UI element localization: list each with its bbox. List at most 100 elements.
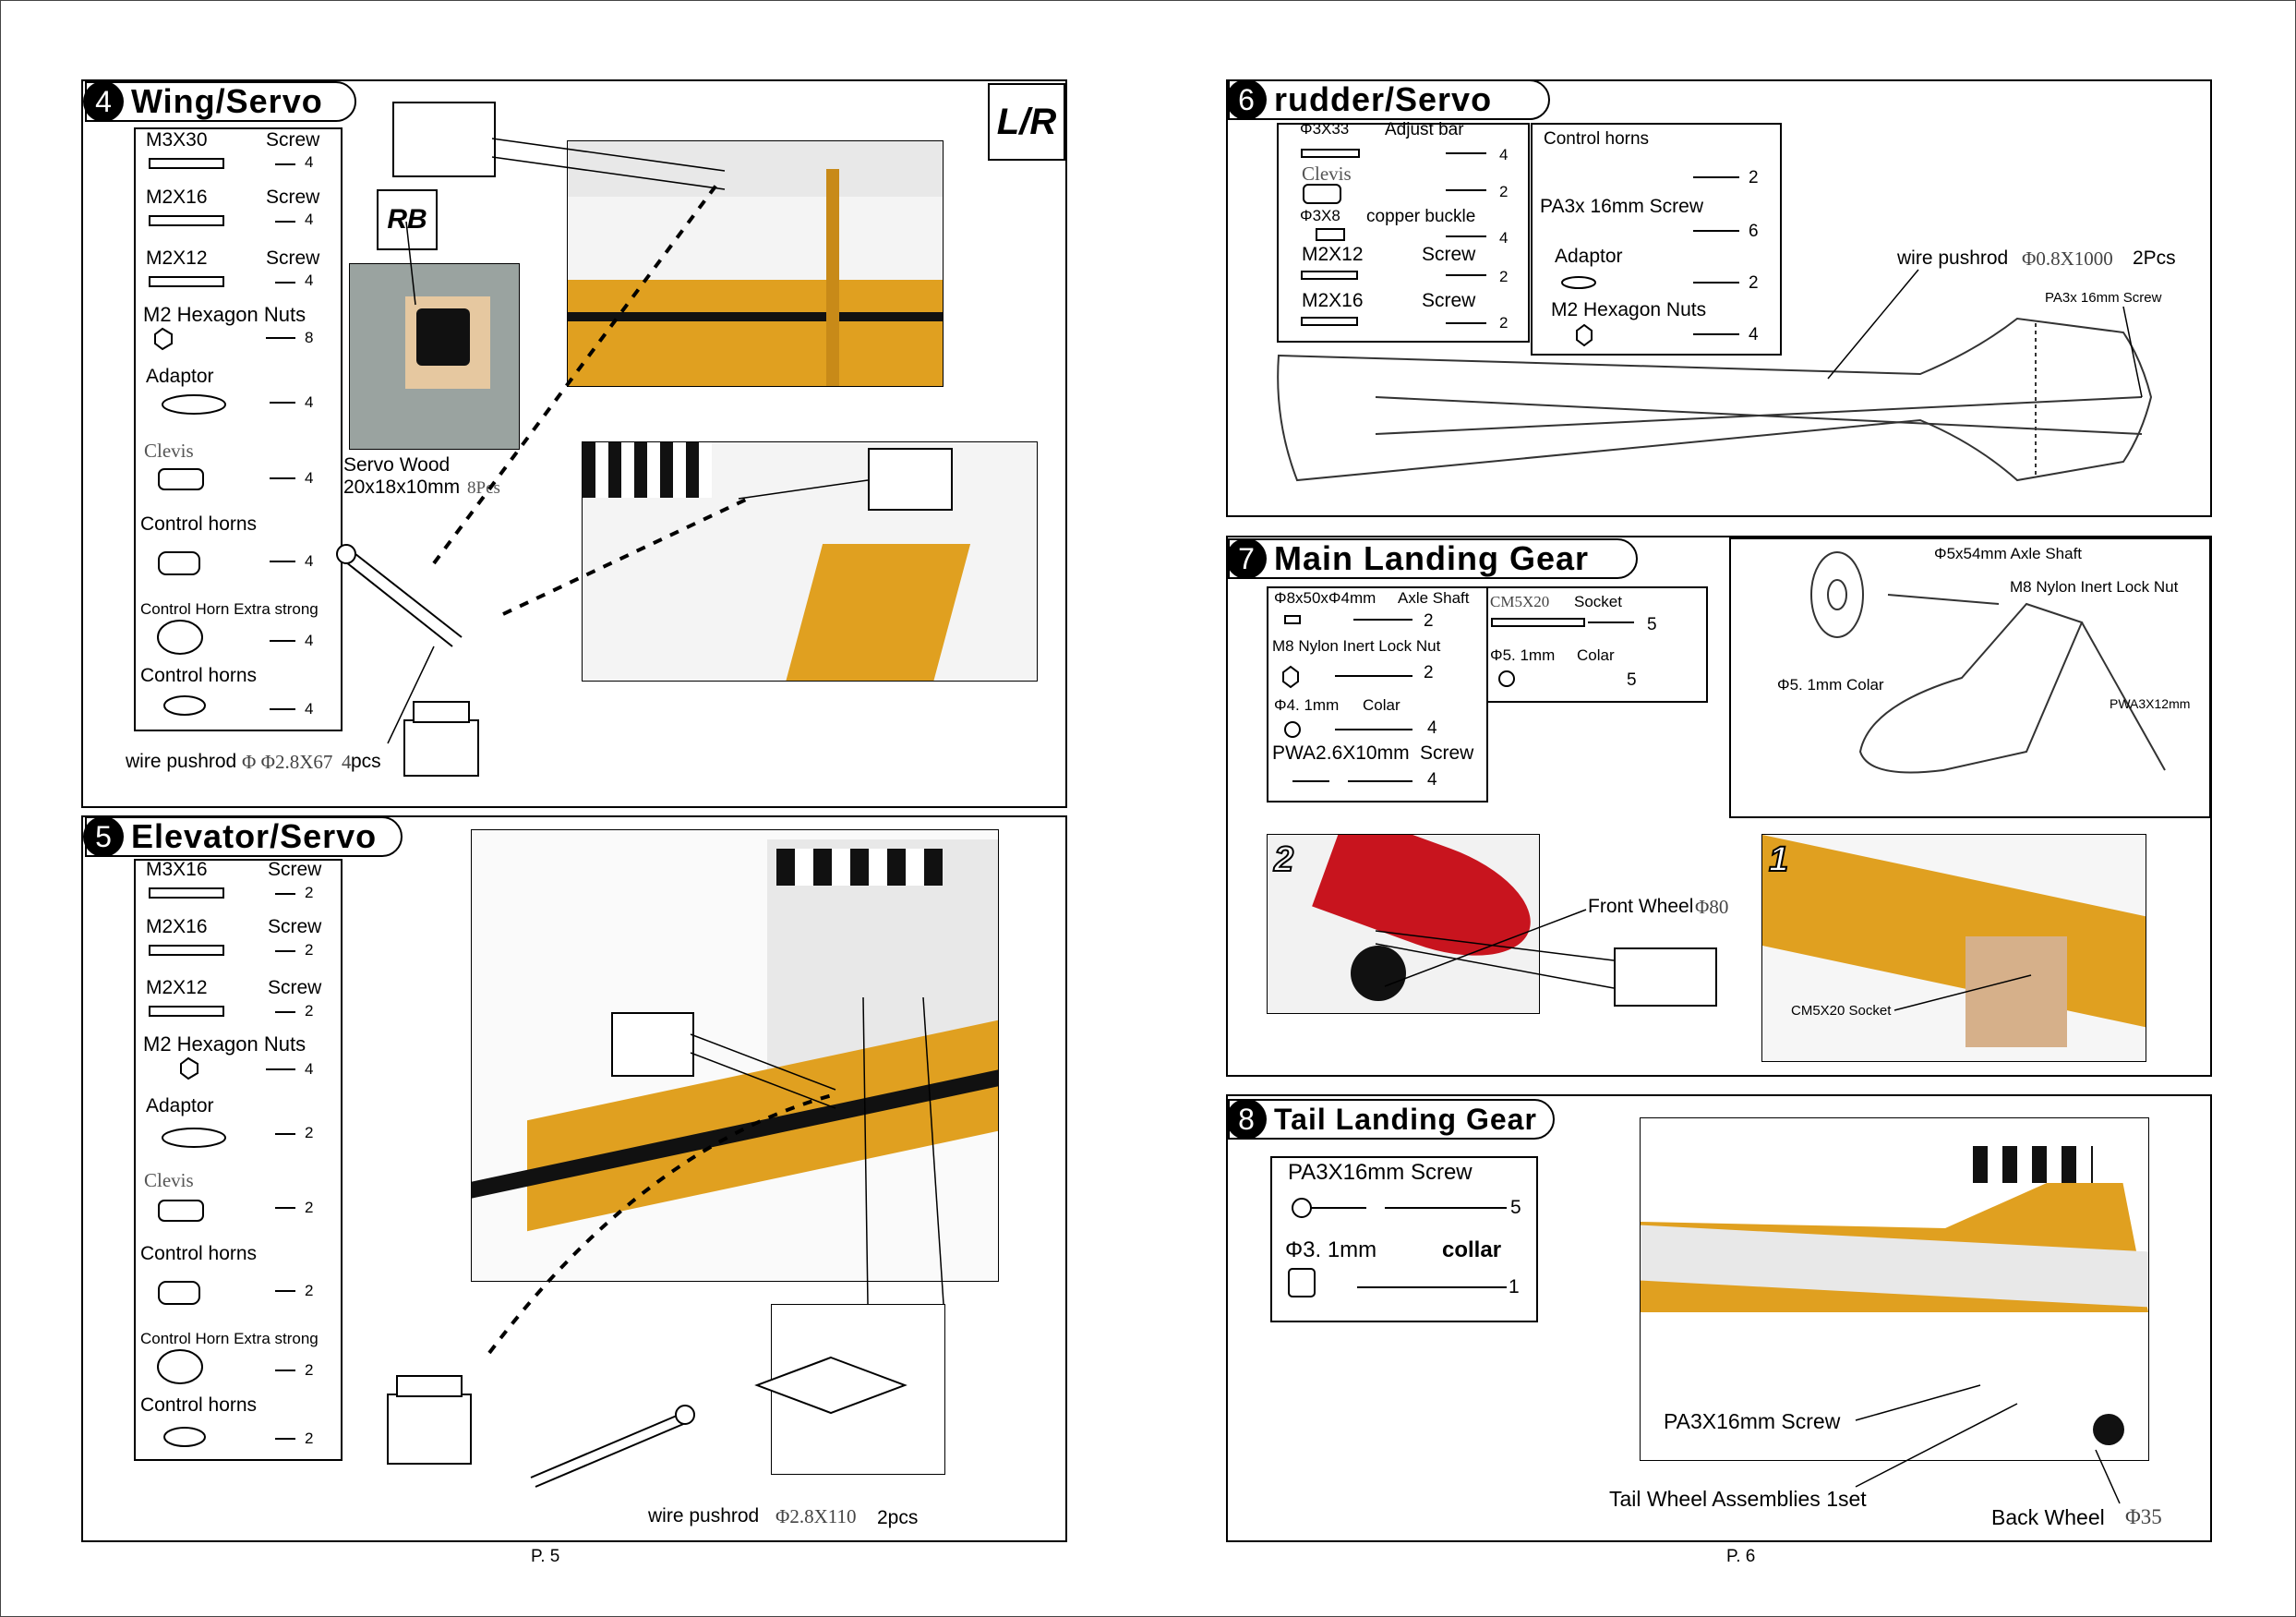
section-4-title: Wing/Servo — [131, 82, 323, 120]
part-qty: 4 — [1427, 718, 1437, 738]
part-name: Φ3X33 — [1300, 120, 1350, 138]
section-8-number: 8 — [1226, 1099, 1267, 1140]
s5-pushrod-spec: Φ2.8X110 — [775, 1505, 857, 1527]
landing-gear-exploded-drawing: Φ5x54mm Axle Shaft M8 Nylon Inert Lock N… — [1729, 537, 2211, 818]
part-qty: 2 — [1499, 183, 1509, 200]
part-name: Φ3X8 — [1300, 207, 1340, 224]
part-kind: Screw — [1420, 742, 1474, 764]
part-name: Φ4. 1mm — [1274, 696, 1340, 714]
part-name: M2X12 — [1302, 244, 1364, 265]
tail-screw-callout: PA3X16mm Screw — [1664, 1409, 1841, 1433]
part-qty: 2 — [1499, 268, 1509, 285]
section-8-title: Tail Landing Gear — [1274, 1102, 1537, 1136]
part-name: Clevis — [1302, 163, 1352, 185]
part-kind: Screw — [266, 187, 320, 208]
section-8-header: 8 Tail Landing Gear — [1226, 1099, 1555, 1140]
part-kind: Screw — [268, 916, 322, 937]
section-7-title: Main Landing Gear — [1274, 539, 1590, 577]
part-kind: Adjust bar — [1385, 120, 1464, 139]
part-name: M2X16 — [146, 916, 208, 937]
section-6-header: 6 rudder/Servo — [1226, 79, 1550, 120]
s5-pushrod-qty: 2pcs — [877, 1507, 919, 1528]
back-wheel-label: Back Wheel — [1991, 1505, 2105, 1529]
section-4-number: 4 — [83, 81, 124, 122]
part-name: M2X16 — [146, 187, 208, 208]
servo-wood-size: 20x18x10mm — [343, 477, 461, 498]
part-kind: Colar — [1577, 646, 1615, 664]
part-qty: 4 — [1499, 229, 1509, 247]
part-qty: 4 — [305, 211, 314, 228]
section-7-header: 7 Main Landing Gear — [1226, 538, 1638, 579]
part-qty: 2 — [1424, 663, 1434, 682]
page-number-5: P. 5 — [531, 1547, 560, 1566]
part-qty: 4 — [305, 153, 314, 171]
part-name: M2 Hexagon Nuts — [143, 1032, 307, 1056]
part-qty: 2 — [305, 1124, 314, 1141]
part-qty: 4 — [305, 469, 314, 487]
back-wheel-spec: Φ35 — [2125, 1505, 2162, 1528]
front-wheel-label: Front Wheel — [1588, 896, 1694, 917]
part-qty: 2 — [1749, 168, 1759, 187]
wing-aileron-callout-icon — [868, 448, 953, 511]
part-kind: collar — [1442, 1237, 1502, 1262]
part-qty: 4 — [305, 700, 314, 718]
part-name: M8 Nylon Inert Lock Nut — [1272, 637, 1441, 655]
part-qty: 2 — [1499, 314, 1509, 332]
section-5-title: Elevator/Servo — [131, 817, 378, 855]
section-5-header: 5 Elevator/Servo — [83, 816, 403, 857]
part-name: Clevis — [144, 1169, 194, 1191]
part-name: M2X12 — [146, 977, 208, 998]
part-qty: 4 — [1427, 770, 1437, 790]
part-qty: 2 — [1424, 611, 1434, 631]
part-qty: 5 — [1647, 615, 1657, 634]
part-name: M3X30 — [146, 129, 208, 151]
part-qty: 4 — [305, 552, 314, 570]
servo-wood-photo — [349, 263, 520, 450]
section-7-parts-list-b — [1486, 586, 1708, 703]
s4-pushrod-spec: Φ Φ2.8X67 — [242, 751, 333, 773]
section-6-number: 6 — [1226, 79, 1267, 120]
s6-pushrod-spec: Φ0.8X1000 — [2022, 247, 2113, 270]
section-7-parts-list-a — [1267, 586, 1488, 802]
part-name: Control horns — [140, 1243, 258, 1264]
tail-elevator-photo — [471, 829, 999, 1282]
part-kind: Screw — [266, 247, 320, 269]
front-wheel-photo — [1267, 834, 1540, 1014]
part-kind: Colar — [1363, 696, 1400, 714]
wing-top-photo — [567, 140, 944, 387]
part-qty: 8 — [305, 329, 314, 346]
socket-callout: CM5X20 Socket — [1791, 1003, 1892, 1019]
part-qty: 4 — [1499, 146, 1509, 163]
part-kind: Screw — [266, 129, 320, 151]
axle-label: Φ5x54mm Axle Shaft — [1934, 545, 2083, 562]
page-number-6: P. 6 — [1726, 1547, 1756, 1566]
pwa-label: PWA3X12mm — [2110, 696, 2191, 711]
part-name: Φ5. 1mm — [1490, 646, 1556, 664]
part-name: M2 Hexagon Nuts — [1551, 299, 1707, 320]
front-wheel-spec: Φ80 — [1695, 896, 1729, 918]
part-qty: 4 — [305, 632, 314, 649]
part-name: Control horns — [140, 1394, 258, 1416]
lr-badge: L/R — [988, 83, 1065, 161]
wing-callout-icon — [392, 102, 496, 177]
servo-wood-label: Servo Wood — [343, 454, 451, 476]
part-qty: 5 — [1510, 1197, 1521, 1218]
section-6-title: rudder/Servo — [1274, 80, 1493, 118]
part-name: PWA2.6X10mm — [1272, 742, 1410, 764]
part-kind: Screw — [1422, 290, 1476, 311]
part-name: M2 Hexagon Nuts — [143, 303, 307, 326]
gear-mount-photo — [1761, 834, 2146, 1062]
part-name: Adaptor — [146, 366, 214, 387]
part-qty: 4 — [305, 272, 314, 289]
s6-pushrod-qty: 2Pcs — [2133, 247, 2176, 269]
part-name: CM5X20 — [1490, 593, 1550, 610]
tail-gear-photo — [1640, 1117, 2149, 1461]
s4-pushrod-unit: pcs — [351, 751, 381, 772]
wing-bottom-photo — [582, 441, 1038, 682]
